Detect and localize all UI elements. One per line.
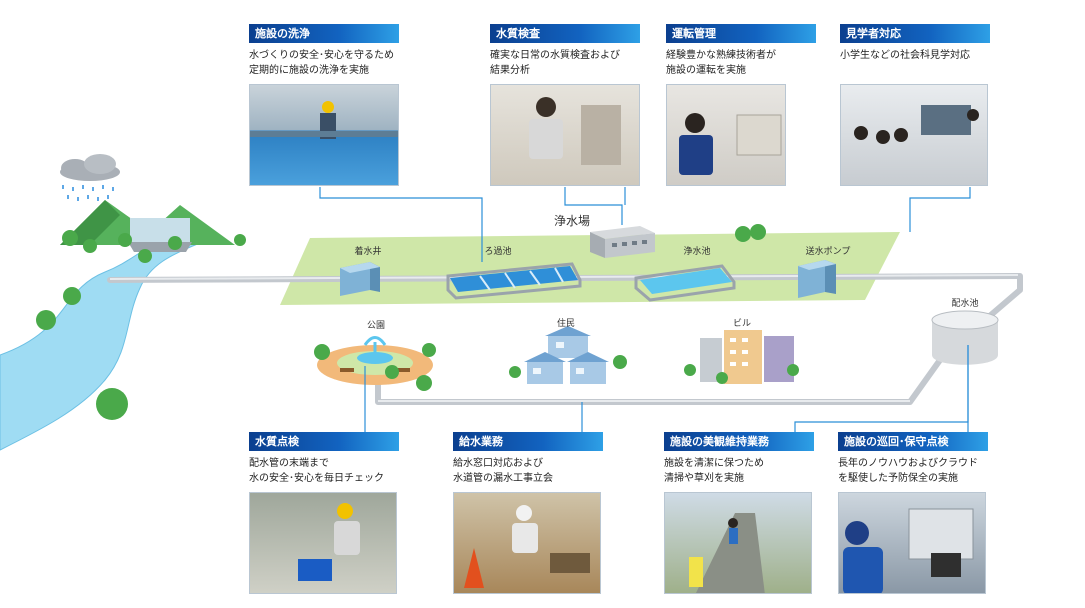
card-title: 施設の洗浄: [249, 24, 399, 43]
facility-filter-basin-icon: [446, 262, 582, 300]
label-filter-basin: ろ過池: [484, 247, 512, 257]
card-title: 水質点検: [249, 432, 399, 451]
photo-visitors: [840, 84, 988, 186]
lab-worker-icon: [529, 97, 621, 165]
card-text: 長年のノウハウおよびクラウド を駆使した予防保全の実施: [838, 458, 978, 484]
reservoir-tank-icon: [931, 310, 999, 365]
label-residents: 住民: [556, 319, 576, 329]
plant-ground: [280, 232, 900, 305]
card-title: 給水業務: [453, 432, 603, 451]
visitors-icon: [854, 105, 979, 144]
card-title: 水質検査: [490, 24, 640, 43]
photo-patrol-check: [838, 492, 986, 594]
trees: [36, 224, 799, 420]
facility-pump-icon: [798, 260, 836, 298]
construction-icon: [464, 505, 590, 588]
card-title: 運転管理: [666, 24, 816, 43]
river: [0, 237, 202, 451]
label-building: ビル: [732, 319, 752, 329]
card-title: 施設の美観維持業務: [664, 432, 814, 451]
card-text: 小学生などの社会科見学対応: [840, 50, 970, 61]
groundskeeper-icon: [689, 513, 765, 593]
card-text: 確実な日常の水質検査および 結果分析: [490, 50, 620, 76]
label-reservoir: 配水池: [951, 299, 979, 309]
label-pump: 送水ポンプ: [805, 247, 851, 257]
photo-supply-work: [453, 492, 601, 594]
facility-chakusuisei-icon: [340, 262, 380, 296]
label-park: 公園: [366, 321, 386, 331]
label-clear-water-basin: 浄水池: [683, 247, 711, 257]
operator-icon: [679, 113, 782, 175]
office-buildings-icon: [700, 330, 794, 384]
worker-icon: [250, 101, 398, 139]
card-water-supply-service: 給水業務 給水窓口対応および 水道管の漏水工事立会: [453, 432, 603, 486]
card-water-quality-check: 水質点検 配水管の末端まで 水の安全･安心を毎日チェック: [249, 432, 399, 486]
card-text: 給水窓口対応および 水道管の漏水工事立会: [453, 458, 553, 484]
card-text: 施設を清潔に保つため 清掃や草刈を実施: [664, 458, 764, 484]
card-patrol-inspection: 施設の巡回･保守点検 長年のノウハウおよびクラウド を駆使した予防保全の実施: [838, 432, 988, 486]
card-operation-management: 運転管理 経験豊かな熟練技術者が 施設の運転を実施: [666, 24, 816, 78]
card-facility-maintenance: 施設の美観維持業務 施設を清潔に保つため 清掃や草刈を実施: [664, 432, 814, 486]
label-chakusuisei: 着水井: [354, 247, 382, 257]
card-title: 見学者対応: [840, 24, 990, 43]
park-fountain-icon: [317, 336, 433, 385]
card-title: 施設の巡回･保守点検: [838, 432, 988, 451]
card-text: 配水管の末端まで 水の安全･安心を毎日チェック: [249, 458, 384, 484]
photo-cleaning-grounds: [664, 492, 812, 594]
inspector-icon: [298, 503, 360, 581]
houses-icon: [524, 326, 609, 384]
card-visitor-support: 見学者対応 小学生などの社会科見学対応: [840, 24, 990, 63]
facility-clear-water-basin-icon: [634, 264, 736, 302]
rain-cloud-icon: [60, 154, 120, 201]
technician-tablet-icon: [843, 508, 974, 593]
card-water-quality-inspection: 水質検査 確実な日常の水質検査および 結果分析: [490, 24, 640, 78]
card-text: 水づくりの安全･安心を守るため 定期的に施設の洗浄を実施: [249, 50, 394, 76]
connector-lines: [319, 187, 971, 432]
photo-control-room: [666, 84, 786, 186]
card-text: 経験豊かな熟練技術者が 施設の運転を実施: [666, 50, 776, 76]
photo-quality-check: [249, 492, 397, 594]
photo-cleaning: [249, 84, 399, 186]
photo-quality-lab: [490, 84, 640, 186]
card-facility-cleaning: 施設の洗浄 水づくりの安全･安心を守るため 定期的に施設の洗浄を実施: [249, 24, 399, 78]
plant-building-icon: [590, 226, 655, 258]
label-purification-plant: 浄水場: [553, 214, 591, 228]
